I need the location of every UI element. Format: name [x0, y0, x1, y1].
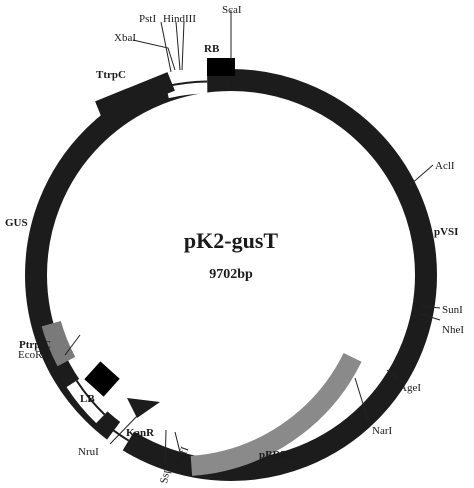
site-suni: SunI	[442, 304, 463, 316]
label-gus: GUS	[5, 217, 28, 229]
label-lb: LB	[80, 393, 95, 405]
ring-thin-lb-ptrp	[75, 380, 106, 416]
label-origin: 1	[229, 79, 235, 93]
site-xbai: XbaI	[114, 32, 136, 44]
site-nhei: NheI	[442, 324, 464, 336]
site-scai: ScaI	[222, 4, 242, 16]
ring-thin-kanr	[113, 429, 130, 442]
backbone-ring	[25, 69, 437, 481]
label-kanr: KanR	[126, 427, 155, 439]
plasmid-name: pK2-gusT	[184, 228, 278, 253]
site-nari: NarI	[372, 425, 392, 437]
ptrpc-segment	[41, 320, 76, 367]
label-rb: RB	[204, 43, 220, 55]
site-sspi: SspI	[158, 463, 173, 485]
kanr-arrowhead	[127, 398, 160, 418]
rb-box	[207, 58, 235, 76]
site-hindiii: HindIII	[163, 13, 196, 25]
label-ptrpc: Ptrp C	[19, 339, 51, 351]
site-agei: AgeI	[399, 382, 421, 394]
site-psti: PstI	[139, 13, 156, 25]
label-pbr322: pBR322	[259, 449, 297, 461]
ttrpc-box	[95, 72, 175, 120]
site-nrui: NruI	[78, 446, 99, 458]
plasmid-size: 9702bp	[209, 267, 253, 282]
label-ttrpc: TtrpC	[96, 69, 126, 81]
label-pvsi: pVSI	[434, 226, 458, 238]
site-ecori: EcoR I	[18, 349, 49, 361]
lb-box	[84, 361, 120, 397]
site-acii: AclI	[435, 160, 455, 172]
pbr322-segment	[190, 352, 362, 476]
